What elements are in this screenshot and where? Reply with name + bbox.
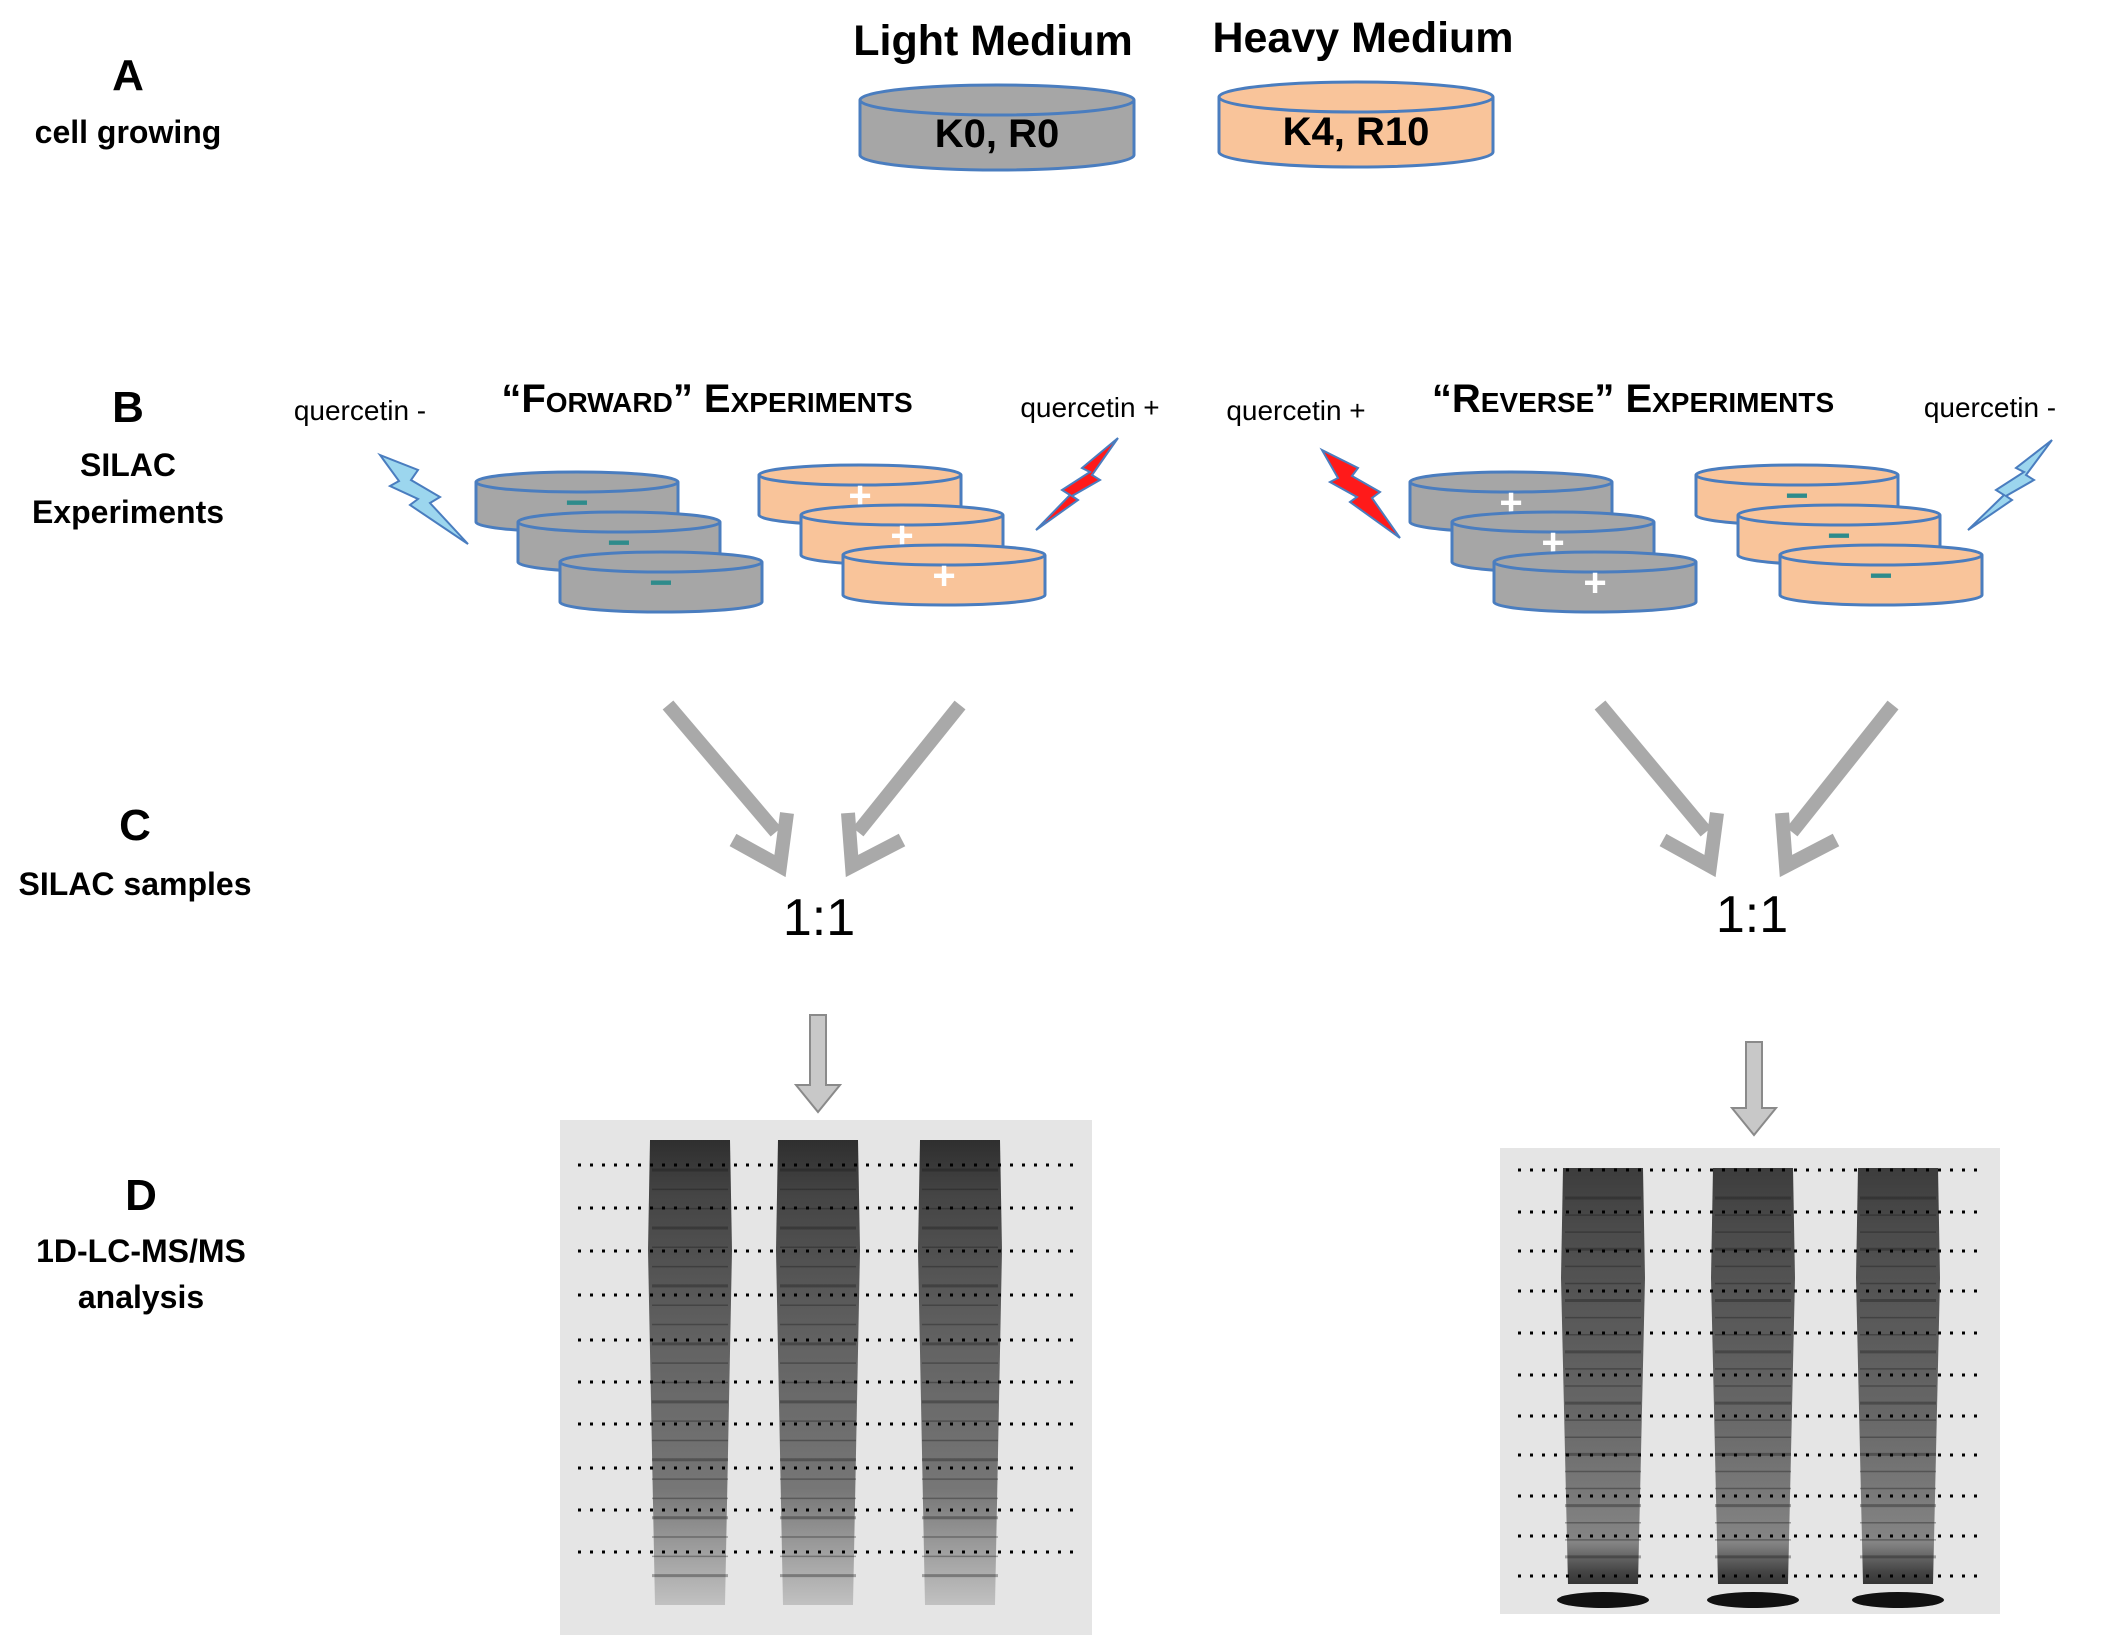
- forward-gel-image: [560, 1120, 1092, 1635]
- forward-converging-arrows: [662, 700, 966, 878]
- forward-ratio: 1:1: [783, 889, 855, 947]
- dish-sign: −: [649, 561, 672, 605]
- lightning-bolt-icon: [1035, 437, 1119, 531]
- gel-lane: [648, 1140, 732, 1605]
- arrow-down-icon: [793, 1014, 843, 1114]
- dish-sign: −: [1869, 554, 1892, 598]
- gel-lane: [918, 1140, 1002, 1605]
- step-b-caption-line2: Experiments: [32, 494, 224, 530]
- arrow-down-icon: [1729, 1041, 1779, 1137]
- forward-left-label: quercetin -: [294, 395, 426, 426]
- lightning-bolt-icon: [377, 452, 469, 545]
- reverse-control-dish-3: −: [1778, 543, 1984, 607]
- light-medium-label: K0, R0: [935, 112, 1060, 156]
- reverse-converging-arrows: [1594, 700, 1899, 878]
- lightning-bolt-icon: [1319, 447, 1401, 539]
- light-medium-dish: K0, R0: [858, 83, 1136, 172]
- reverse-ratio: 1:1: [1716, 886, 1788, 944]
- step-d-caption-line1: 1D-LC-MS/MS: [36, 1233, 246, 1269]
- step-b-caption-line1: SILAC: [80, 447, 176, 483]
- gel-lane: [1557, 1168, 1649, 1608]
- reverse-right-label: quercetin -: [1924, 392, 2056, 423]
- step-d-caption-line2: analysis: [78, 1279, 204, 1315]
- reverse-gel-image: [1500, 1148, 2000, 1614]
- forward-experiments-title: “Forward” Experiments: [501, 377, 912, 421]
- gel-lane: [776, 1140, 860, 1605]
- step-a-caption: cell growing: [35, 114, 222, 150]
- reverse-experiments-title: “Reverse” Experiments: [1432, 377, 1834, 421]
- heavy-medium-label: K4, R10: [1283, 110, 1430, 154]
- lightning-bolt-icon: [1967, 439, 2053, 531]
- step-b-letter: B: [112, 383, 144, 432]
- step-a-letter: A: [112, 51, 144, 100]
- dish-sign: +: [932, 554, 955, 598]
- step-d-letter: D: [125, 1171, 157, 1220]
- step-c-letter: C: [119, 801, 151, 850]
- heavy-medium-title: Heavy Medium: [1212, 14, 1513, 62]
- gel-lane: [1852, 1168, 1944, 1608]
- step-c-caption: SILAC samples: [19, 866, 252, 902]
- reverse-treated-dish-3: +: [1492, 550, 1698, 614]
- forward-right-label: quercetin +: [1020, 392, 1159, 423]
- forward-control-dish-3: −: [558, 550, 764, 614]
- reverse-left-label: quercetin +: [1226, 395, 1365, 426]
- light-medium-title: Light Medium: [853, 17, 1132, 65]
- gel-lane: [1707, 1168, 1799, 1608]
- forward-treated-dish-3: +: [841, 543, 1047, 607]
- heavy-medium-dish: K4, R10: [1217, 80, 1495, 169]
- dish-sign: +: [1583, 561, 1606, 605]
